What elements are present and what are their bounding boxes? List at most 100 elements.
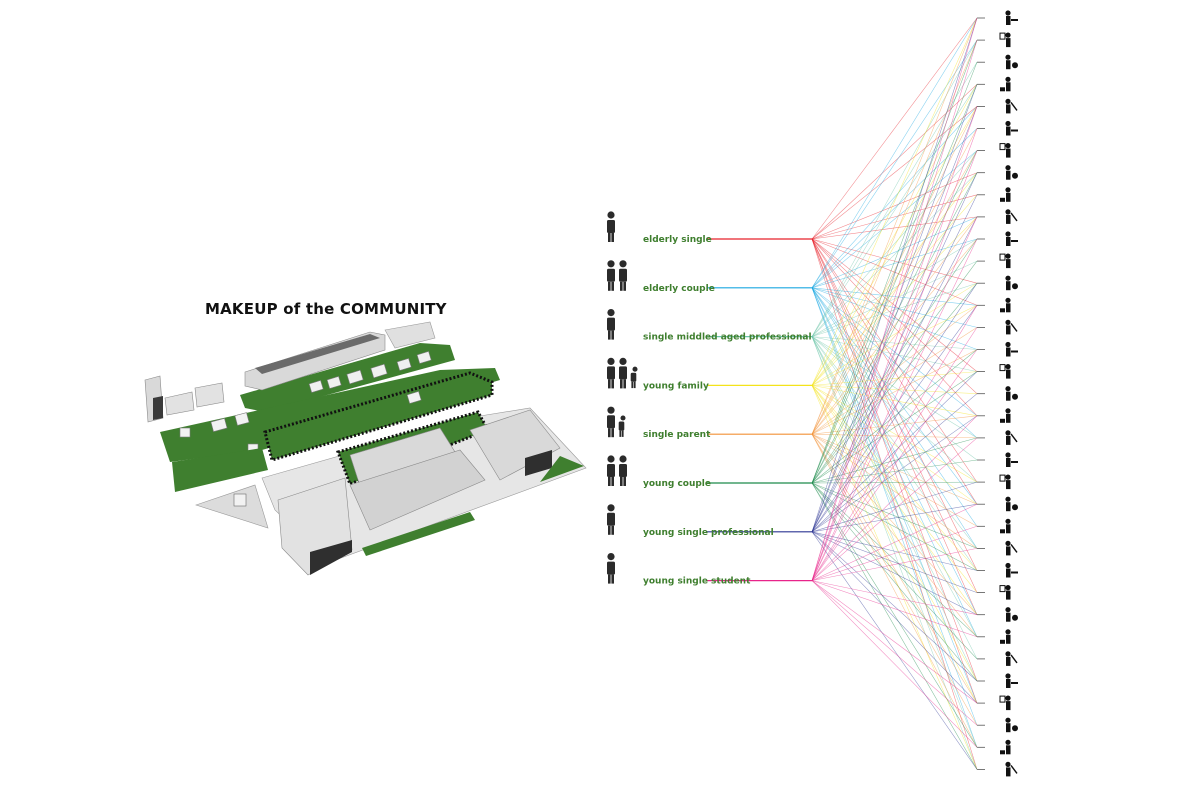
exercise-bike-icon bbox=[1005, 386, 1018, 401]
connection-line bbox=[811, 415, 978, 533]
connection-line bbox=[811, 172, 978, 337]
sunbathing-icon bbox=[999, 474, 1011, 490]
gardening-icon bbox=[999, 364, 1011, 379]
connection-line bbox=[811, 336, 978, 682]
connection-line bbox=[811, 39, 978, 337]
connection-line bbox=[811, 216, 978, 289]
connection-line bbox=[811, 39, 978, 435]
connection-line bbox=[811, 580, 978, 704]
massage-icon bbox=[1000, 518, 1011, 534]
connection-line bbox=[811, 349, 978, 435]
connection-line bbox=[811, 482, 978, 770]
group-label: single parent bbox=[643, 430, 711, 440]
group-label: elderly couple bbox=[643, 284, 715, 294]
tutoring-icon bbox=[1005, 10, 1018, 25]
connection-line bbox=[811, 437, 978, 581]
connection-line bbox=[811, 106, 978, 532]
juggling-icon bbox=[1005, 430, 1018, 445]
connection-line bbox=[811, 526, 978, 581]
tall-building-shadow bbox=[153, 396, 163, 420]
connection-line bbox=[811, 238, 978, 704]
connection-line bbox=[811, 106, 978, 581]
connection-line bbox=[811, 216, 978, 532]
lower-left-green-lot bbox=[172, 448, 268, 492]
connection-line bbox=[811, 580, 978, 748]
picnic-table-icon bbox=[1000, 297, 1011, 313]
connection-line bbox=[811, 216, 978, 581]
connection-line bbox=[811, 283, 978, 484]
connection-line bbox=[811, 385, 978, 615]
activity-icons bbox=[999, 10, 1018, 777]
connection-line bbox=[811, 305, 978, 532]
dog-walking-icon bbox=[1005, 452, 1018, 467]
connection-line bbox=[811, 62, 978, 337]
young-family-icon bbox=[607, 357, 638, 389]
connection-line bbox=[811, 172, 978, 532]
desk-work-icon bbox=[1005, 54, 1018, 70]
connection-line bbox=[811, 305, 978, 581]
lower-green-strip bbox=[362, 512, 475, 556]
connection-line bbox=[811, 17, 978, 581]
lower-building-b bbox=[349, 449, 486, 531]
connection-line bbox=[811, 238, 978, 337]
connection-line bbox=[811, 150, 978, 581]
lower-right-green-edge bbox=[540, 456, 584, 482]
connection-line bbox=[811, 548, 978, 581]
connection-line bbox=[811, 84, 978, 337]
connection-line bbox=[811, 531, 978, 593]
connection-line bbox=[811, 433, 978, 439]
connection-line bbox=[811, 150, 978, 289]
group-label: elderly single bbox=[643, 235, 712, 245]
connection-line bbox=[811, 415, 978, 581]
connection-line bbox=[811, 106, 978, 435]
lounging-icon bbox=[1000, 739, 1011, 755]
swimming-icon bbox=[1005, 275, 1018, 291]
connection-line bbox=[811, 84, 978, 532]
connection-line bbox=[811, 128, 978, 581]
connection-line bbox=[811, 17, 978, 532]
young-single-professional-icon bbox=[607, 504, 615, 535]
skateboard-icon bbox=[999, 695, 1011, 711]
art-easel-icon bbox=[1005, 673, 1018, 688]
connection-line bbox=[811, 172, 978, 484]
young-single-student-icon bbox=[607, 553, 615, 584]
connection-line bbox=[811, 580, 978, 615]
connection-line bbox=[811, 194, 978, 240]
connection-line bbox=[811, 327, 978, 581]
connection-line bbox=[811, 371, 978, 484]
kiosk bbox=[233, 493, 247, 507]
connection-line bbox=[811, 150, 978, 337]
connection-line bbox=[811, 106, 978, 288]
small-houses-row bbox=[308, 351, 432, 393]
golf-icon bbox=[999, 253, 1011, 269]
connection-line bbox=[811, 39, 978, 288]
connection-line bbox=[811, 580, 978, 726]
connection-line bbox=[811, 531, 978, 704]
connection-line bbox=[811, 287, 978, 637]
reclining-chair-icon bbox=[1005, 496, 1018, 512]
connection-line bbox=[811, 40, 978, 581]
central-block-outline bbox=[263, 371, 494, 462]
connection-line bbox=[811, 17, 978, 386]
connection-line bbox=[811, 433, 978, 549]
connection-line bbox=[811, 172, 978, 386]
long-warehouse-roof bbox=[255, 334, 380, 374]
connection-line bbox=[811, 216, 978, 435]
connection-line bbox=[811, 482, 978, 682]
connection-line bbox=[811, 40, 978, 484]
connection-line bbox=[811, 385, 978, 682]
connection-line bbox=[811, 503, 978, 581]
elderly-couple-icon bbox=[607, 260, 627, 291]
connection-line bbox=[811, 238, 978, 581]
connection-line bbox=[811, 305, 978, 386]
connection-line bbox=[811, 84, 978, 240]
connection-line bbox=[811, 238, 978, 615]
connection-line bbox=[811, 128, 978, 435]
community-site-model bbox=[144, 321, 587, 576]
connection-line bbox=[811, 194, 978, 532]
upper-green-strip bbox=[240, 343, 455, 412]
middle-aged-professional-icon bbox=[607, 309, 615, 340]
connection-line bbox=[811, 238, 978, 289]
